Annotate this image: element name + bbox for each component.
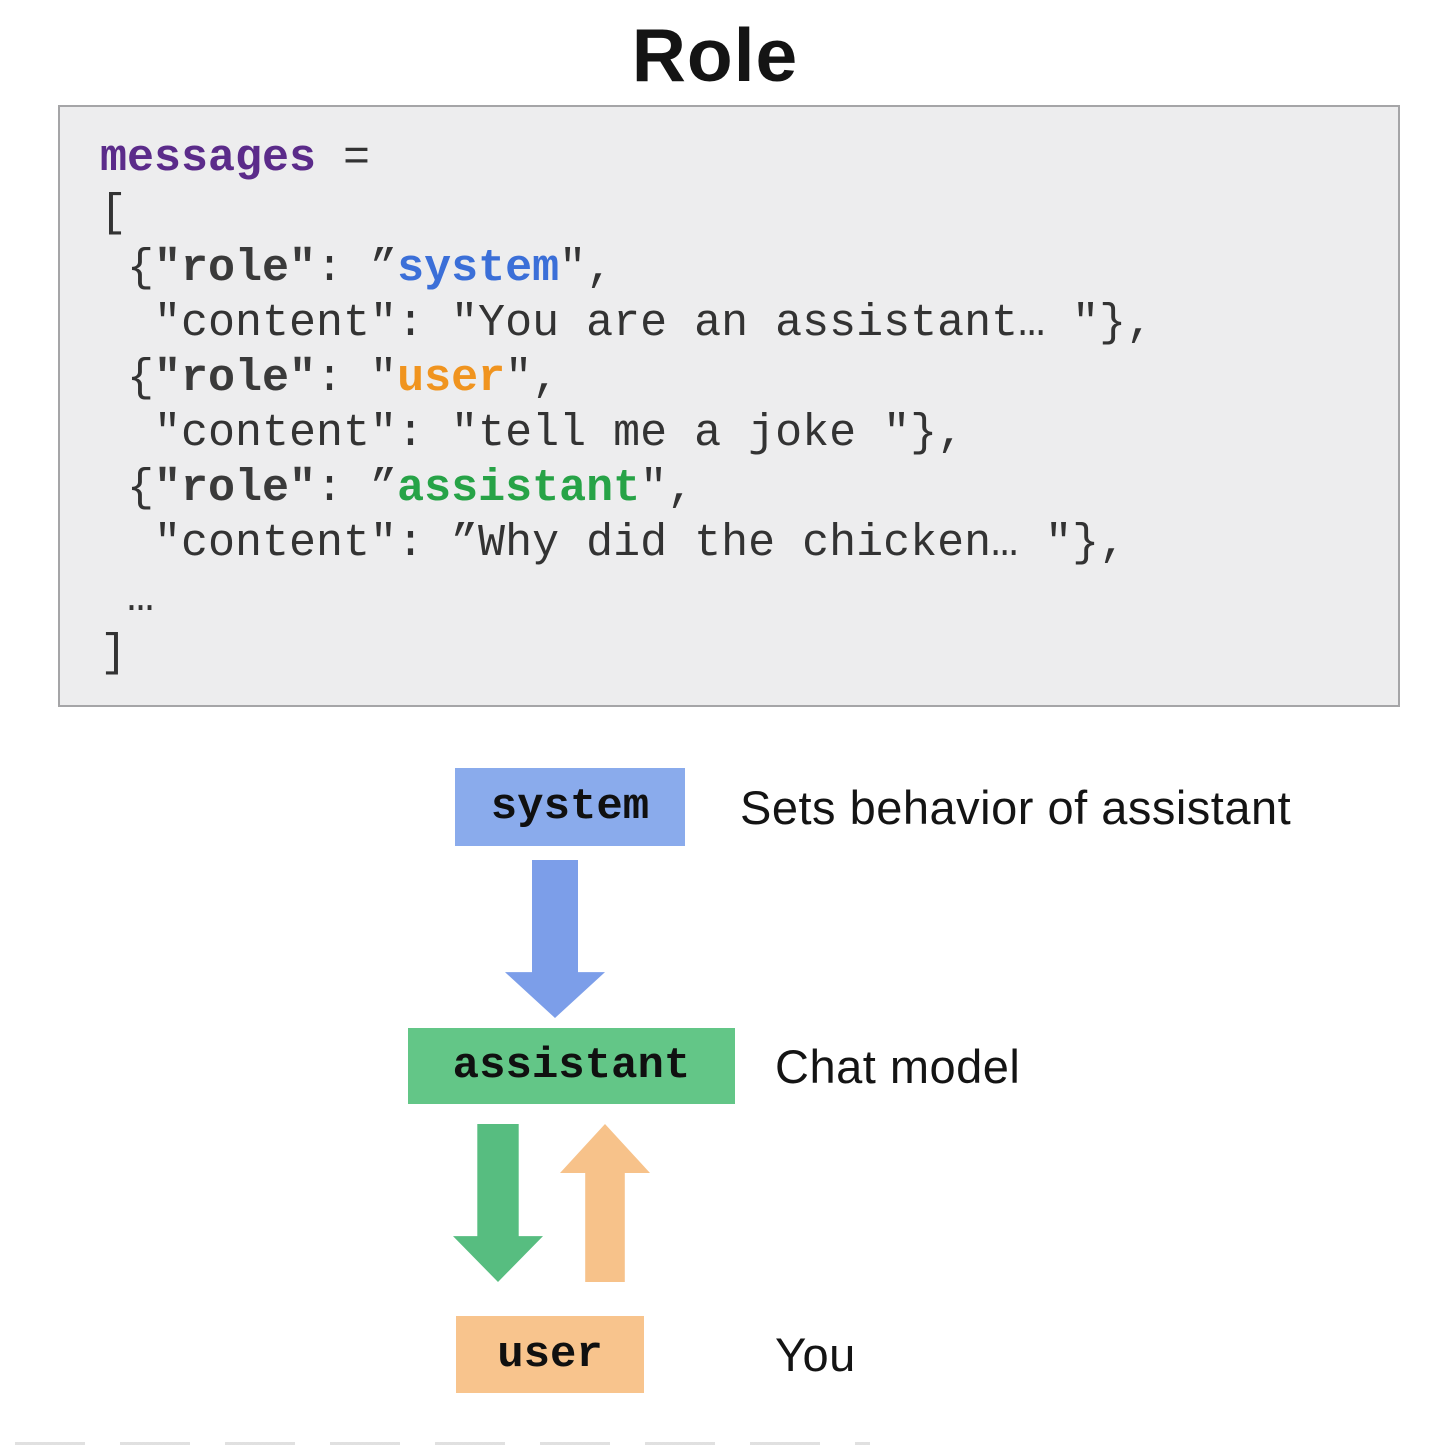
cropped-text-artifact (15, 1442, 870, 1445)
code-line: {"role": ”system", (100, 243, 614, 294)
caption-system: Sets behavior of assistant (740, 780, 1292, 834)
caption-user: You (775, 1328, 856, 1381)
code-line: … (100, 573, 155, 624)
node-assistant: assistant (408, 1028, 735, 1104)
arrow-user-to-assistant (560, 1124, 650, 1282)
page-title: Role (631, 13, 799, 97)
code-line: {"role": ”assistant", (100, 463, 695, 514)
arrow-system-to-assistant (505, 860, 605, 1018)
caption-assistant: Chat model (775, 1039, 1021, 1093)
code-line: "content": "tell me a joke "}, (100, 408, 965, 459)
arrow-assistant-to-user (453, 1124, 543, 1282)
code-line: "content": "You are an assistant… "}, (100, 298, 1154, 349)
node-system: system (455, 768, 685, 846)
node-user: user (456, 1316, 644, 1393)
code-block: messages =[ {"role": ”system", "content"… (58, 105, 1400, 707)
code-line: ] (100, 628, 128, 679)
code-line: {"role": "user", (100, 353, 560, 404)
code-line: [ (100, 188, 128, 239)
code-line: "content": ”Why did the chicken… "}, (100, 518, 1127, 569)
code-lines: messages =[ {"role": ”system", "content"… (100, 131, 1398, 681)
code-line: messages = (100, 133, 371, 184)
